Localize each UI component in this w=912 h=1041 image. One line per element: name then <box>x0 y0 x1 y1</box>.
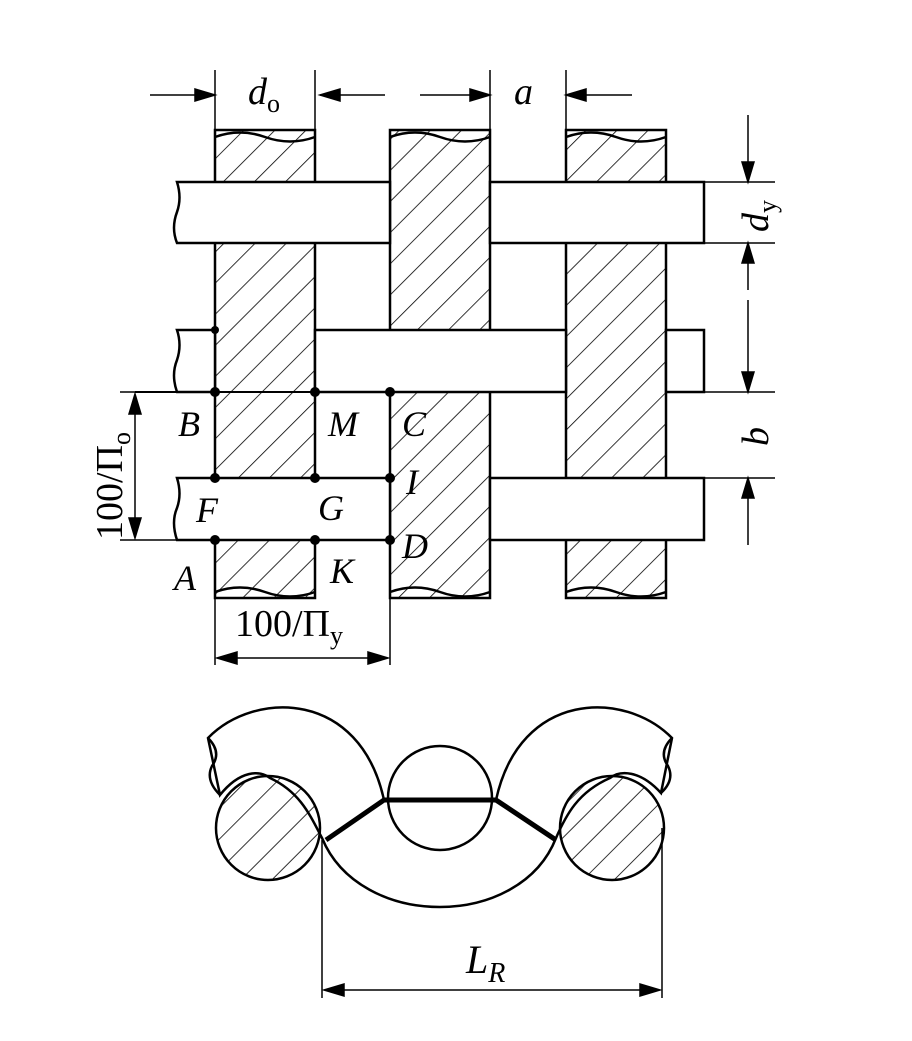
point-label-i: I <box>405 462 420 502</box>
nodal-points <box>210 326 395 545</box>
point-label-f: F <box>195 490 219 530</box>
dimension-arrows <box>127 87 756 666</box>
warp-broken-ends <box>214 131 667 598</box>
label-d-o: do <box>248 71 280 118</box>
label-a: a <box>514 71 533 113</box>
point-label-b: B <box>178 404 200 444</box>
point-label-g: G <box>318 488 344 528</box>
point-label-k: K <box>329 551 356 591</box>
weave-plan-view: do a dy b 100/Πo 100/Πy B M C I F G D A … <box>89 70 782 666</box>
dimension-extension-lines <box>120 70 775 665</box>
label-d-y: dy <box>735 200 782 232</box>
point-label-c: C <box>402 404 427 444</box>
label-pi-o: 100/Πo <box>89 432 136 540</box>
label-b: b <box>735 427 777 446</box>
weft-broken-end-right <box>660 737 673 794</box>
thread-axis-polyline <box>324 797 558 843</box>
weft-thread-3 <box>172 476 706 542</box>
label-pi-y: 100/Πy <box>235 603 343 650</box>
point-label-a: A <box>172 558 197 598</box>
weft-thread-2 <box>172 328 706 394</box>
weave-cross-section: LR <box>206 706 674 998</box>
warp-section-right <box>558 774 666 882</box>
lr-dimension-arrow <box>321 982 663 998</box>
weft-broken-end-left <box>207 737 221 796</box>
point-label-d: D <box>401 526 428 566</box>
weft-thread-1 <box>172 180 706 245</box>
label-l-r: LR <box>465 937 505 989</box>
warp-section-left <box>214 774 322 882</box>
point-label-m: M <box>327 404 360 444</box>
